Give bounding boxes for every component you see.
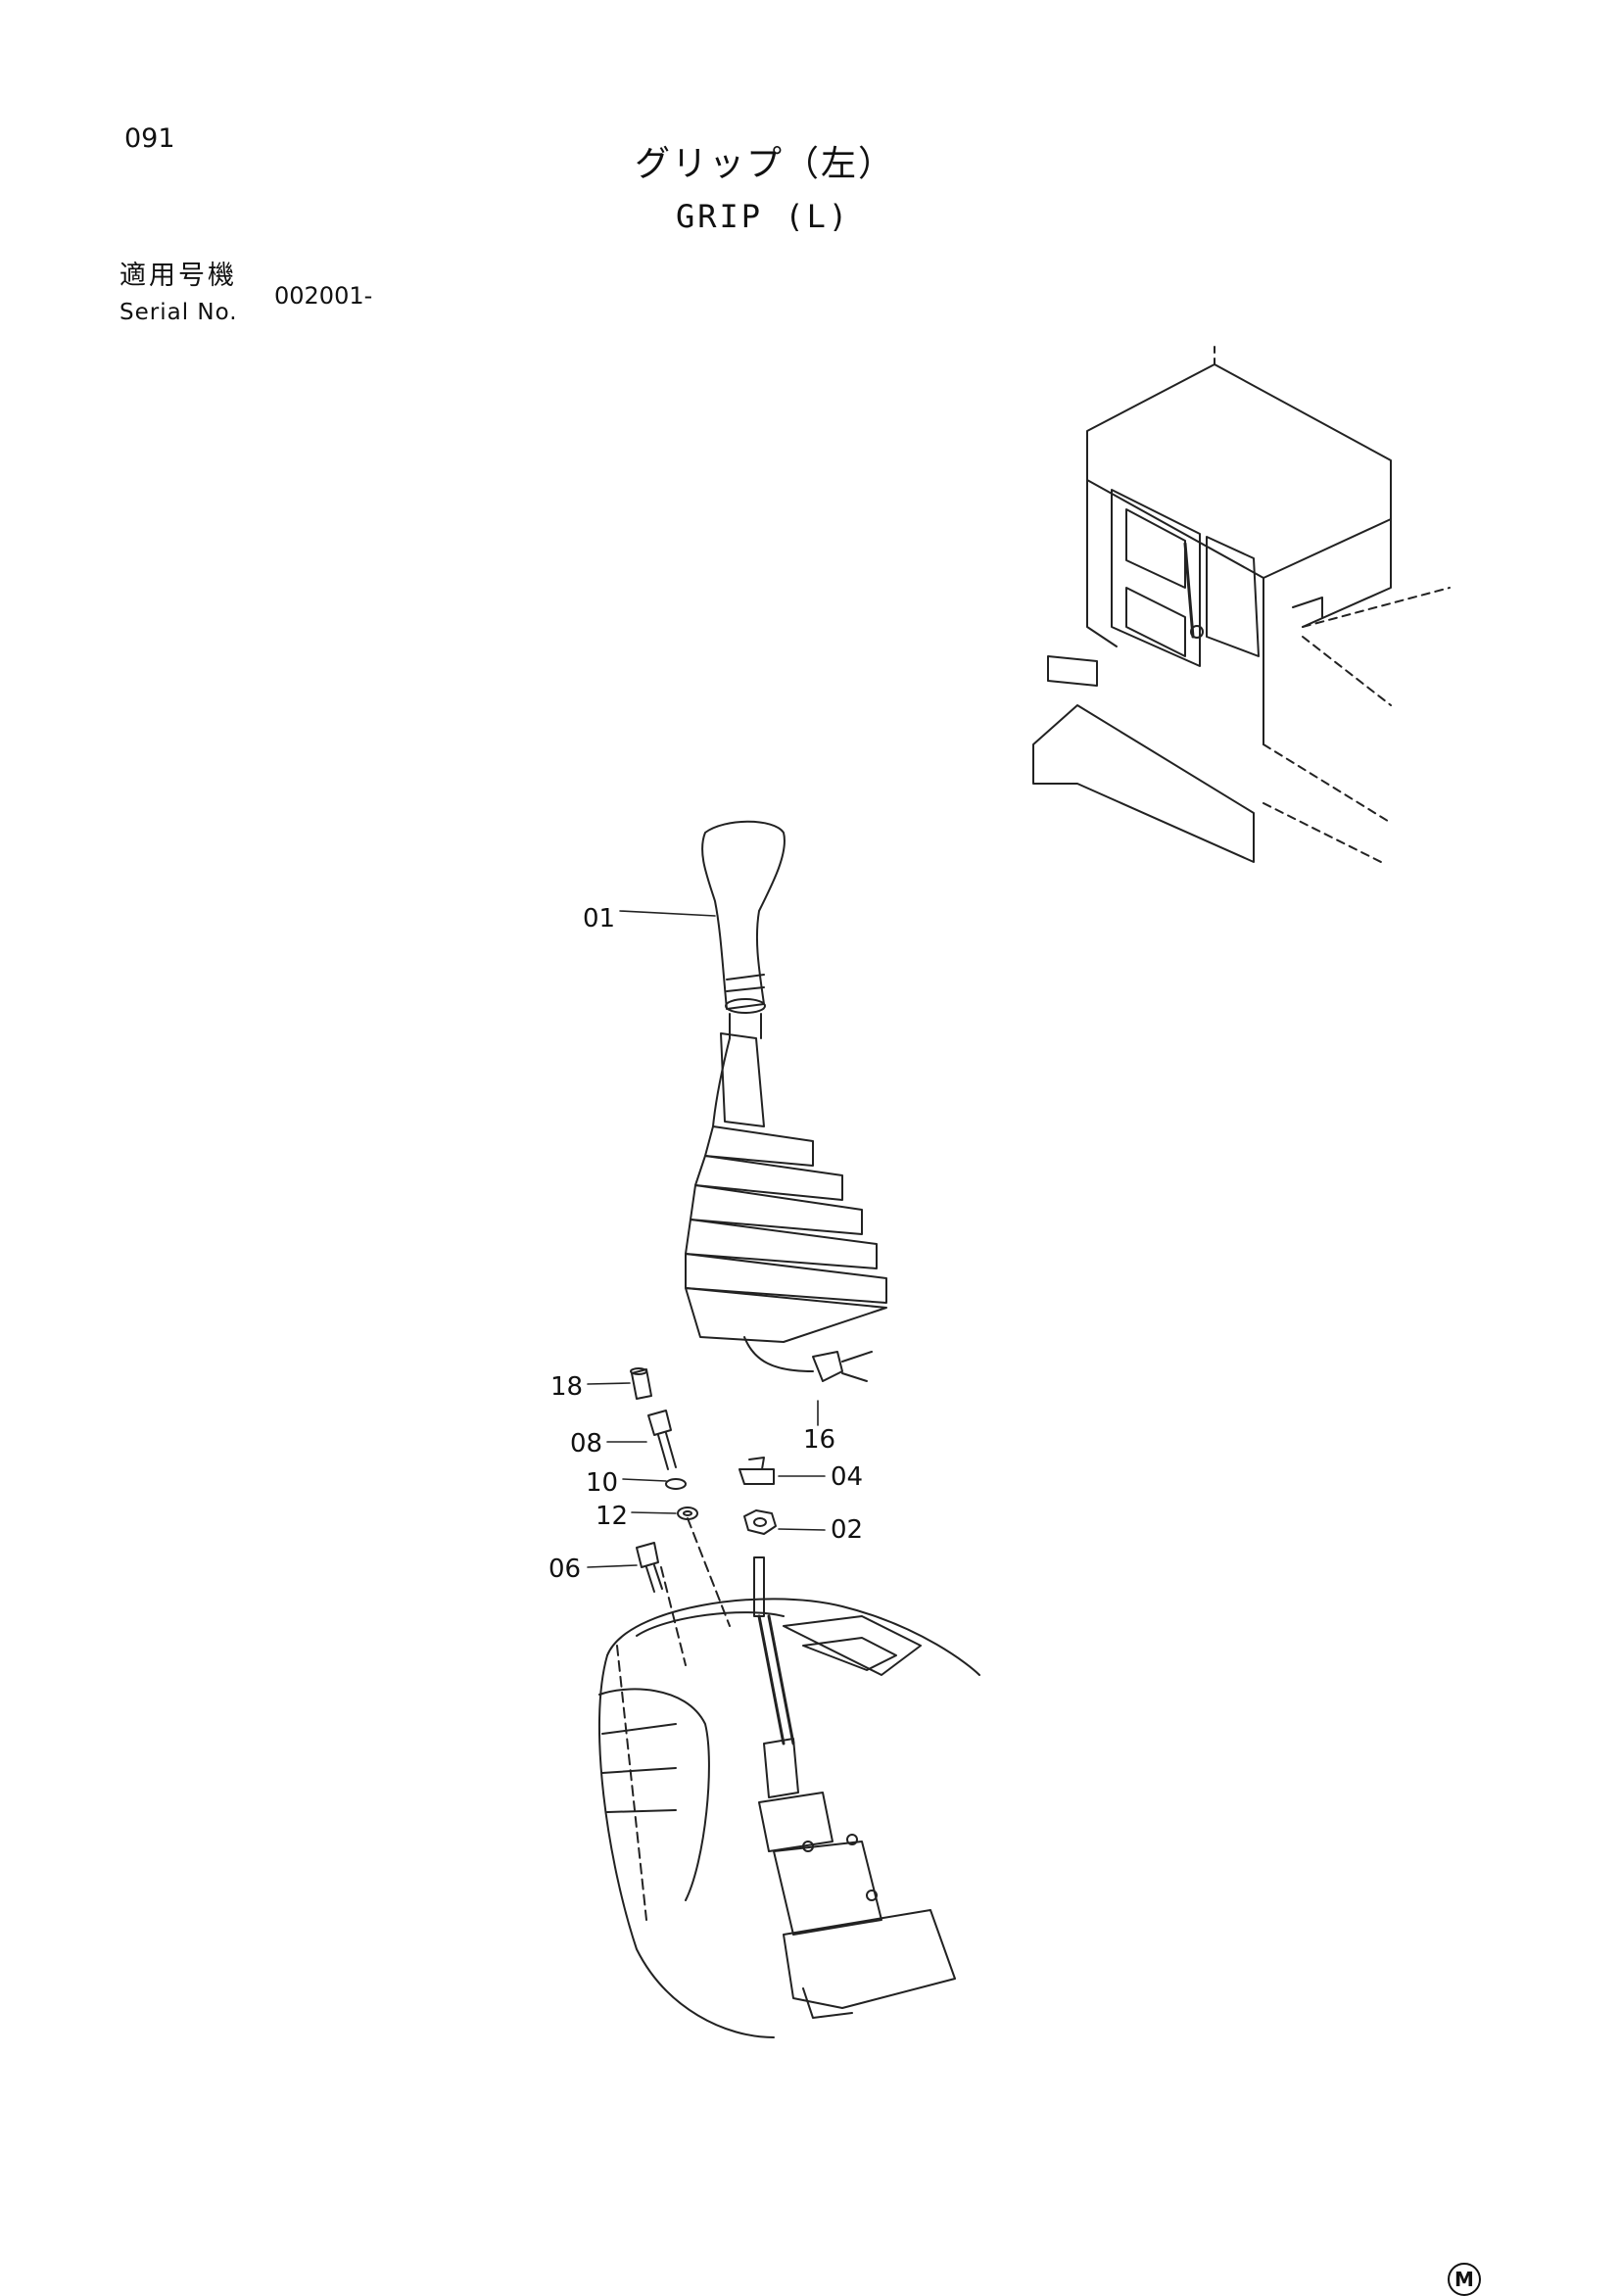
part-label-18: 18 (550, 1372, 583, 1402)
title-japanese: グリップ（左） (635, 144, 896, 184)
serial-number-range: 002001- (274, 282, 373, 310)
title-english: GRIP (L) (676, 198, 851, 235)
serial-label-japanese: 適用号機 (119, 261, 237, 291)
bolt-08 (647, 1410, 677, 1470)
pin-18 (630, 1367, 652, 1400)
part-label-10: 10 (586, 1468, 618, 1498)
grip-knob (701, 820, 786, 1039)
rubber-boot (685, 1032, 887, 1382)
washer-10 (665, 1478, 687, 1490)
part-label-02: 02 (831, 1515, 863, 1545)
part-label-08: 08 (570, 1429, 602, 1459)
bolt-06 (636, 1542, 663, 1593)
leader-lines (587, 910, 826, 1568)
clip-04 (739, 1457, 775, 1485)
part-label-04: 04 (831, 1462, 863, 1492)
nut-02 (743, 1509, 777, 1535)
console-assembly (597, 1517, 980, 2038)
cab-overview-illustration (1032, 342, 1451, 863)
part-label-12: 12 (596, 1502, 628, 1531)
part-label-06: 06 (548, 1555, 581, 1584)
page-number: 091 (124, 123, 175, 154)
part-labels: 01 18 08 10 12 06 16 04 02 (548, 904, 863, 1584)
part-label-16: 16 (803, 1425, 835, 1455)
serial-label-english: Serial No. (119, 300, 238, 325)
part-label-01: 01 (583, 904, 615, 933)
